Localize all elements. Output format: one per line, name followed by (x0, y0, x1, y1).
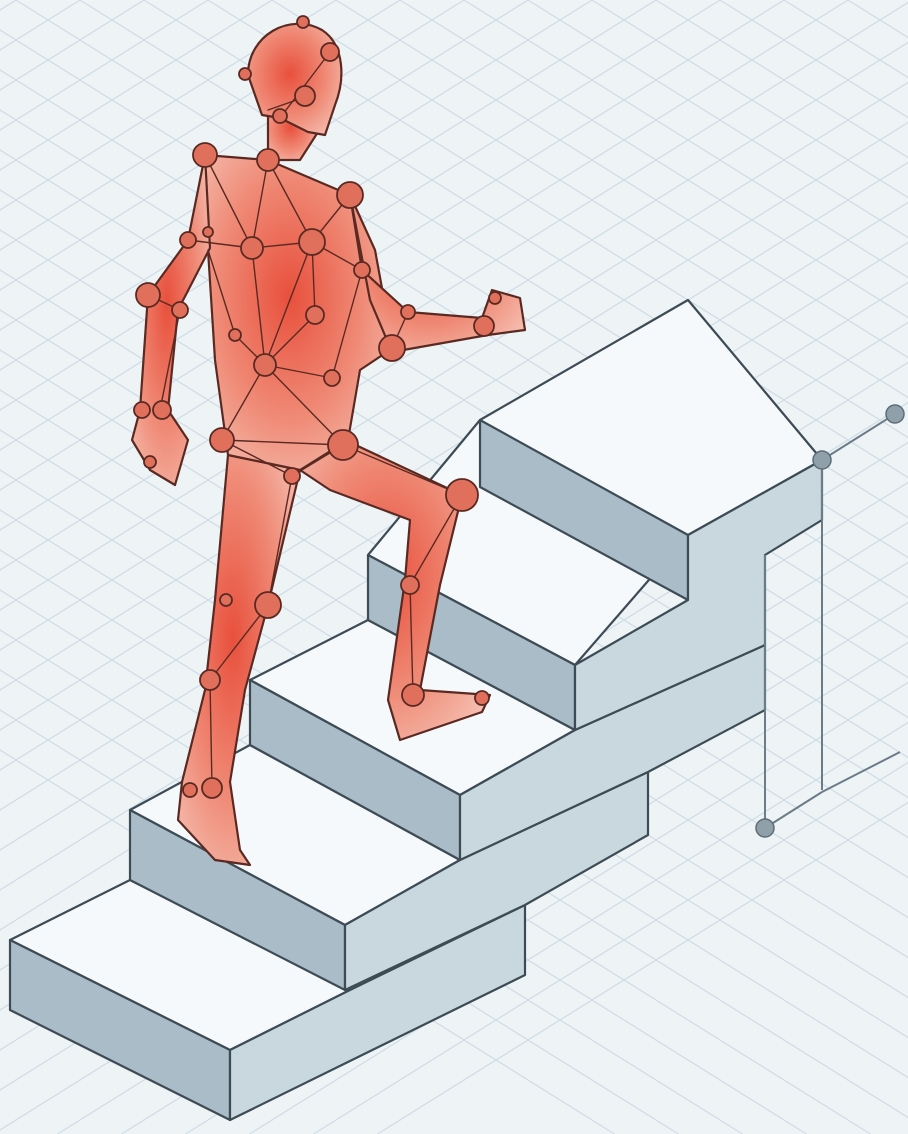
joint-marker (328, 430, 358, 460)
joint-marker (306, 306, 324, 324)
joint-marker (239, 68, 251, 80)
joint-marker (180, 232, 196, 248)
joint-marker (172, 302, 188, 318)
joint-marker (354, 262, 370, 278)
guide-dot (886, 405, 904, 423)
joint-marker (220, 594, 232, 606)
joint-marker (295, 86, 315, 106)
joint-marker (255, 592, 281, 618)
head (248, 24, 341, 135)
joint-marker (144, 456, 156, 468)
joint-marker (203, 227, 213, 237)
joint-marker (153, 401, 171, 419)
joint-marker (401, 305, 415, 319)
joint-marker (324, 370, 340, 386)
joint-marker (183, 783, 197, 797)
joint-marker (299, 229, 325, 255)
joint-marker (284, 468, 300, 484)
joint-marker (229, 329, 241, 341)
guide-dot (813, 451, 831, 469)
joint-marker (200, 670, 220, 690)
joint-marker (446, 479, 478, 511)
joint-marker (193, 143, 217, 167)
joint-marker (273, 109, 287, 123)
joint-marker (474, 316, 494, 336)
joint-marker (489, 292, 501, 304)
torso (205, 155, 393, 470)
joint-marker (475, 691, 489, 705)
joint-marker (136, 283, 160, 307)
joint-marker (134, 402, 150, 418)
guide-dot (756, 819, 774, 837)
joint-marker (401, 576, 419, 594)
joint-marker (210, 428, 234, 452)
joint-marker (241, 237, 263, 259)
joint-marker (297, 16, 309, 28)
joint-marker (402, 684, 424, 706)
joint-marker (379, 335, 405, 361)
joint-marker (321, 43, 339, 61)
joint-marker (337, 182, 363, 208)
joint-marker (257, 149, 279, 171)
joint-marker (254, 354, 276, 376)
joint-marker (202, 778, 222, 798)
